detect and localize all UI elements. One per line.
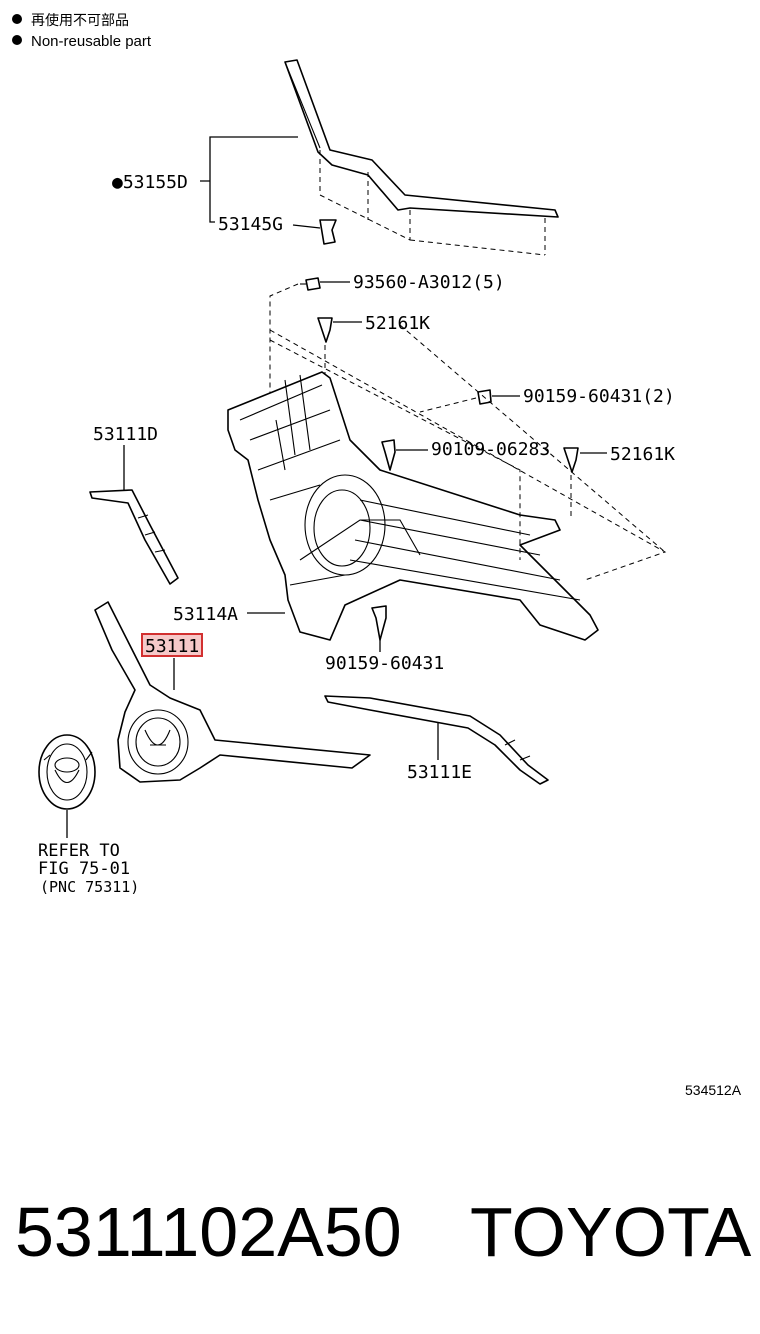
label-90109-06283[interactable]: 90109-06283: [431, 439, 550, 460]
label-52161K-top[interactable]: 52161K: [365, 313, 430, 334]
legend-en: Non-reusable part: [31, 33, 152, 50]
label-53111E[interactable]: 53111E: [407, 762, 472, 783]
screw-90109[interactable]: [381, 439, 396, 471]
emblem[interactable]: [38, 734, 96, 810]
footer-brand: TOYOTA: [470, 1193, 752, 1271]
grille-body-53114A[interactable]: [227, 324, 667, 641]
refer-note: REFER TO FIG 75-01 (PNC 75311): [38, 841, 139, 896]
clip-53145G[interactable]: [319, 219, 337, 245]
label-52161K-right[interactable]: 52161K: [610, 444, 675, 465]
label-53155D[interactable]: ●53155D: [112, 172, 188, 193]
label-53111-highlight: [141, 633, 203, 657]
grille-53111[interactable]: [94, 601, 371, 783]
legend-bullet-2: [12, 35, 22, 45]
seal-strip-53155D[interactable]: [284, 59, 559, 256]
refer-line-3: (PNC 75311): [40, 878, 139, 896]
moulding-53111D[interactable]: [89, 489, 179, 585]
moulding-53111E[interactable]: [324, 695, 549, 785]
refer-line-2: FIG 75-01: [38, 859, 130, 879]
label-90159-60431[interactable]: 90159-60431: [325, 653, 444, 674]
screw-93560[interactable]: [300, 277, 321, 291]
figure-code: 534512A: [685, 1082, 742, 1098]
label-90159-60431-2[interactable]: 90159-60431(2): [523, 386, 675, 407]
label-53114A[interactable]: 53114A: [173, 604, 238, 625]
legend-jp: 再使用不可部品: [31, 12, 129, 28]
legend: 再使用不可部品 Non-reusable part: [12, 12, 152, 50]
clip-52161K-top[interactable]: [317, 317, 333, 343]
label-53111[interactable]: 53111: [145, 636, 199, 657]
clip-52161K-right[interactable]: [563, 447, 579, 473]
label-53145G[interactable]: 53145G: [218, 214, 283, 235]
label-53111D[interactable]: 53111D: [93, 424, 158, 445]
label-93560-A3012[interactable]: 93560-A3012(5): [353, 272, 505, 293]
refer-line-1: REFER TO: [38, 841, 120, 861]
screw-90159[interactable]: [371, 605, 387, 641]
footer-part-number: 5311102A50: [15, 1193, 402, 1271]
legend-bullet-1: [12, 14, 22, 24]
